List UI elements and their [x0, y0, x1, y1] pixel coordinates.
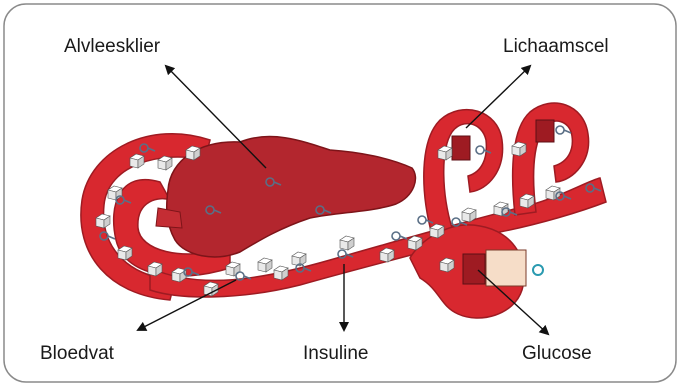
glucose-door [463, 254, 485, 284]
cell-door-1 [452, 136, 470, 160]
label-pancreas: Alvleesklier [64, 36, 160, 58]
glucose-door-panel [486, 250, 526, 286]
cell-door-2 [536, 120, 554, 142]
label-body-cell: Lichaamscel [503, 36, 609, 58]
label-glucose: Glucose [522, 343, 592, 365]
label-insulin: Insuline [303, 343, 369, 365]
label-blood-vessel: Bloedvat [40, 343, 114, 365]
